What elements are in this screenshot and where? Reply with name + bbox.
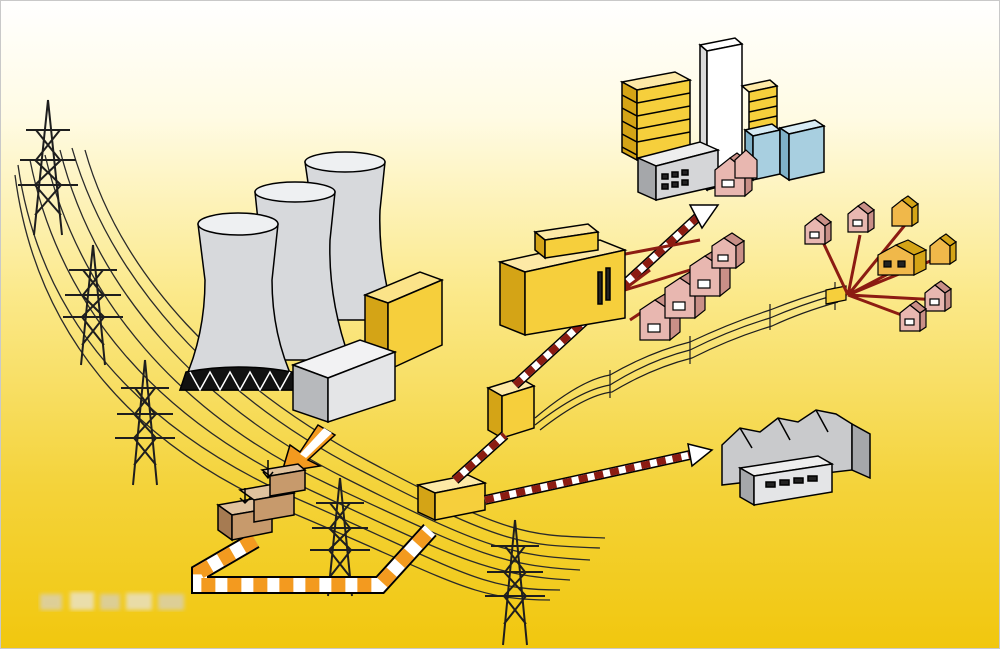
office-building — [497, 223, 628, 337]
pylon-4 — [310, 477, 370, 597]
feeder-lines — [609, 238, 701, 322]
pylon-2 — [63, 244, 123, 366]
village — [804, 195, 958, 333]
factory — [721, 409, 871, 507]
plant-building-grey — [290, 339, 398, 424]
residential-houses — [639, 232, 746, 342]
pylon-5 — [485, 519, 545, 646]
step-up-transformer — [216, 460, 307, 542]
pylon-3 — [115, 359, 175, 486]
distribution-line-to-middle — [451, 431, 509, 484]
substation-middle — [486, 377, 536, 440]
city — [619, 37, 826, 202]
distribution-line-to-factory — [483, 442, 714, 505]
transmission-route — [191, 523, 437, 594]
pylon-1 — [18, 99, 78, 236]
cooling-tower-1 — [178, 212, 300, 392]
substation-lower — [415, 474, 488, 522]
village-overhead-wires — [534, 282, 847, 431]
